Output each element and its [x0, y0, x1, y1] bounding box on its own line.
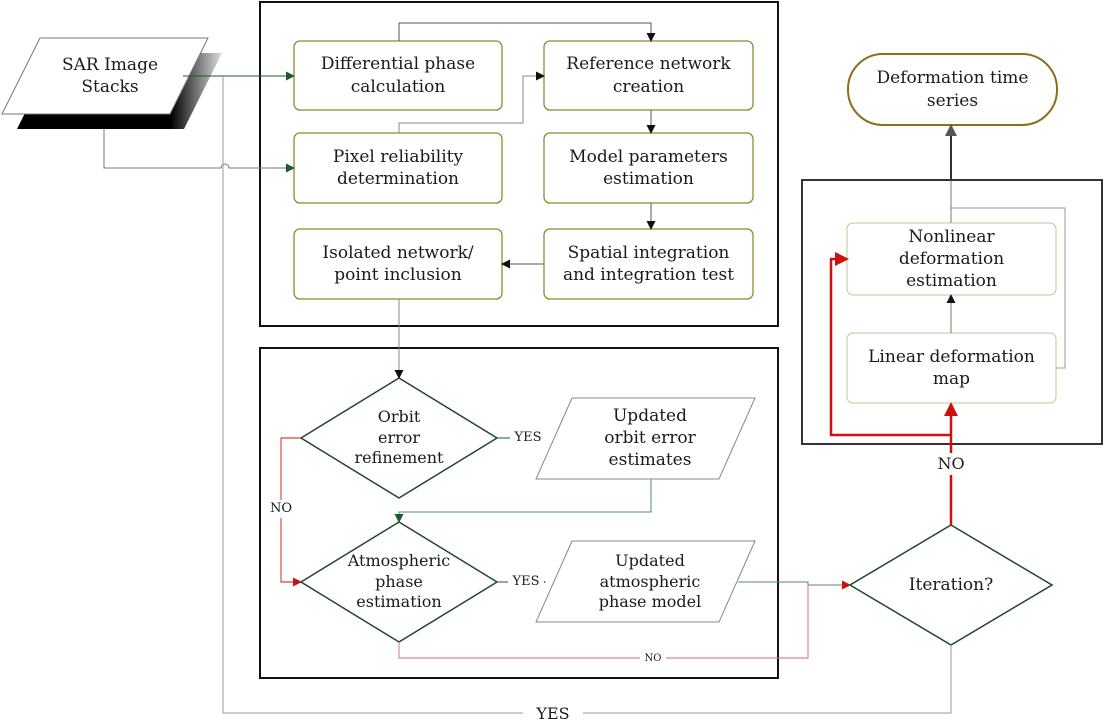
edge-sar-to-pixel [103, 129, 295, 173]
updated-atmospheric-label: Updated atmospheric phase model [598, 550, 702, 612]
orbit-decision-shape [299, 377, 499, 499]
updated-orbit-label: Updated orbit error estimates [604, 405, 696, 471]
sar-image-stacks-shape [1, 37, 209, 115]
orbit-decision-label: Orbit error refinement [354, 406, 444, 468]
deformation-time-series-label: Deformation time series [876, 68, 1029, 111]
orbit-yes-label: YES [510, 429, 546, 447]
correction-process-group [259, 347, 779, 679]
iteration-no-label: NO [934, 453, 968, 475]
atmospheric-decision-label: Atmospheric phase estimation [347, 550, 451, 612]
edge-atmo-no [398, 585, 809, 659]
isolated-network-label: Isolated network/ point inclusion [322, 242, 474, 285]
edge-iteration-no-to-nonlinear [829, 252, 951, 437]
edge-orbit-estimate-to-atmo [394, 479, 652, 523]
spatial-integration-label: Spatial integration and integration test [562, 242, 735, 285]
edge-atmo-model-to-iteration [738, 580, 851, 590]
top-process-group [259, 1, 779, 327]
linear-deformation-label: Linear deformation map [868, 346, 1035, 389]
atmo-yes-label: YES [508, 573, 544, 591]
reference-network-label: Reference network creation [566, 54, 731, 97]
nonlinear-deformation-label: Nonlinear deformation estimation [898, 226, 1005, 292]
updated-orbit-shape [535, 397, 756, 480]
sar-image-stacks-label: SAR Image Stacks [61, 54, 159, 97]
iteration-yes-label: YES [526, 703, 580, 725]
model-parameters-label: Model parameters estimation [569, 146, 728, 189]
edge-pixel-to-reference [398, 71, 545, 133]
edge-iteration-yes-right [583, 645, 952, 714]
atmo-no-label: NO [640, 651, 666, 665]
orbit-no-label: NO [266, 500, 296, 518]
pixel-reliability-label: Pixel reliability determination [332, 146, 464, 189]
differential-phase-label: Differential phase calculation [320, 54, 476, 97]
edge-differential-to-reference [398, 22, 656, 42]
updated-atmospheric-shape [535, 540, 756, 623]
iteration-decision-label: Iteration? [908, 574, 994, 595]
edge-iteration-yes-left [222, 76, 523, 714]
